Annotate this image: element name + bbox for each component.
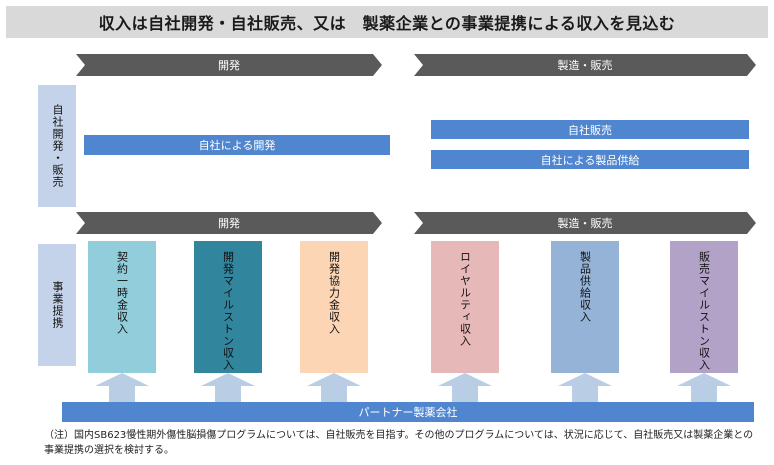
page-title: 収入は自社開発・自社販売、又は 製薬企業との事業提携による収入を見込む	[6, 6, 768, 38]
chevron-development-bottom: 開発	[76, 212, 382, 234]
side-label-in-house-text: 自社開発・販売	[51, 104, 64, 188]
column-sales-milestone-label: 販売マイルストン収入	[697, 251, 711, 371]
chevron-manufacturing-sales-bottom: 製造・販売	[414, 212, 756, 234]
footnote: （注）国内SB623慢性期外傷性脳損傷プログラムについては、自社販売を目指す。そ…	[44, 430, 754, 456]
chevron-development-top: 開発	[76, 54, 382, 76]
column-development-cooperation-label: 開発協力金収入	[327, 251, 341, 335]
column-upfront-payment: 契約一時金収入	[88, 241, 156, 373]
side-label-in-house: 自社開発・販売	[38, 85, 76, 207]
column-royalty: ロイヤルティ収入	[431, 241, 499, 373]
column-royalty-label: ロイヤルティ収入	[458, 251, 472, 347]
column-product-supply-label: 製品供給収入	[578, 251, 592, 323]
column-development-milestone: 開発マイルストン収入	[194, 241, 262, 373]
bar-in-house-sales: 自社販売	[431, 120, 749, 139]
up-arrow-icon	[201, 373, 255, 403]
up-arrow-icon	[95, 373, 149, 403]
column-upfront-payment-label: 契約一時金収入	[115, 251, 129, 335]
up-arrow-icon	[438, 373, 492, 403]
column-development-cooperation: 開発協力金収入	[300, 241, 368, 373]
up-arrow-icon	[307, 373, 361, 403]
bar-in-house-development: 自社による開発	[84, 135, 390, 155]
bar-partner-pharma: パートナー製薬会社	[62, 402, 754, 422]
chevron-manufacturing-sales-top: 製造・販売	[414, 54, 756, 76]
column-sales-milestone: 販売マイルストン収入	[670, 241, 738, 373]
bar-in-house-product-supply: 自社による製品供給	[431, 150, 749, 169]
column-product-supply: 製品供給収入	[551, 241, 619, 373]
up-arrow-icon	[677, 373, 731, 403]
up-arrow-icon	[558, 373, 612, 403]
side-label-partnership-text: 事業提携	[51, 281, 64, 329]
side-label-partnership: 事業提携	[38, 244, 76, 366]
column-development-milestone-label: 開発マイルストン収入	[221, 251, 235, 371]
